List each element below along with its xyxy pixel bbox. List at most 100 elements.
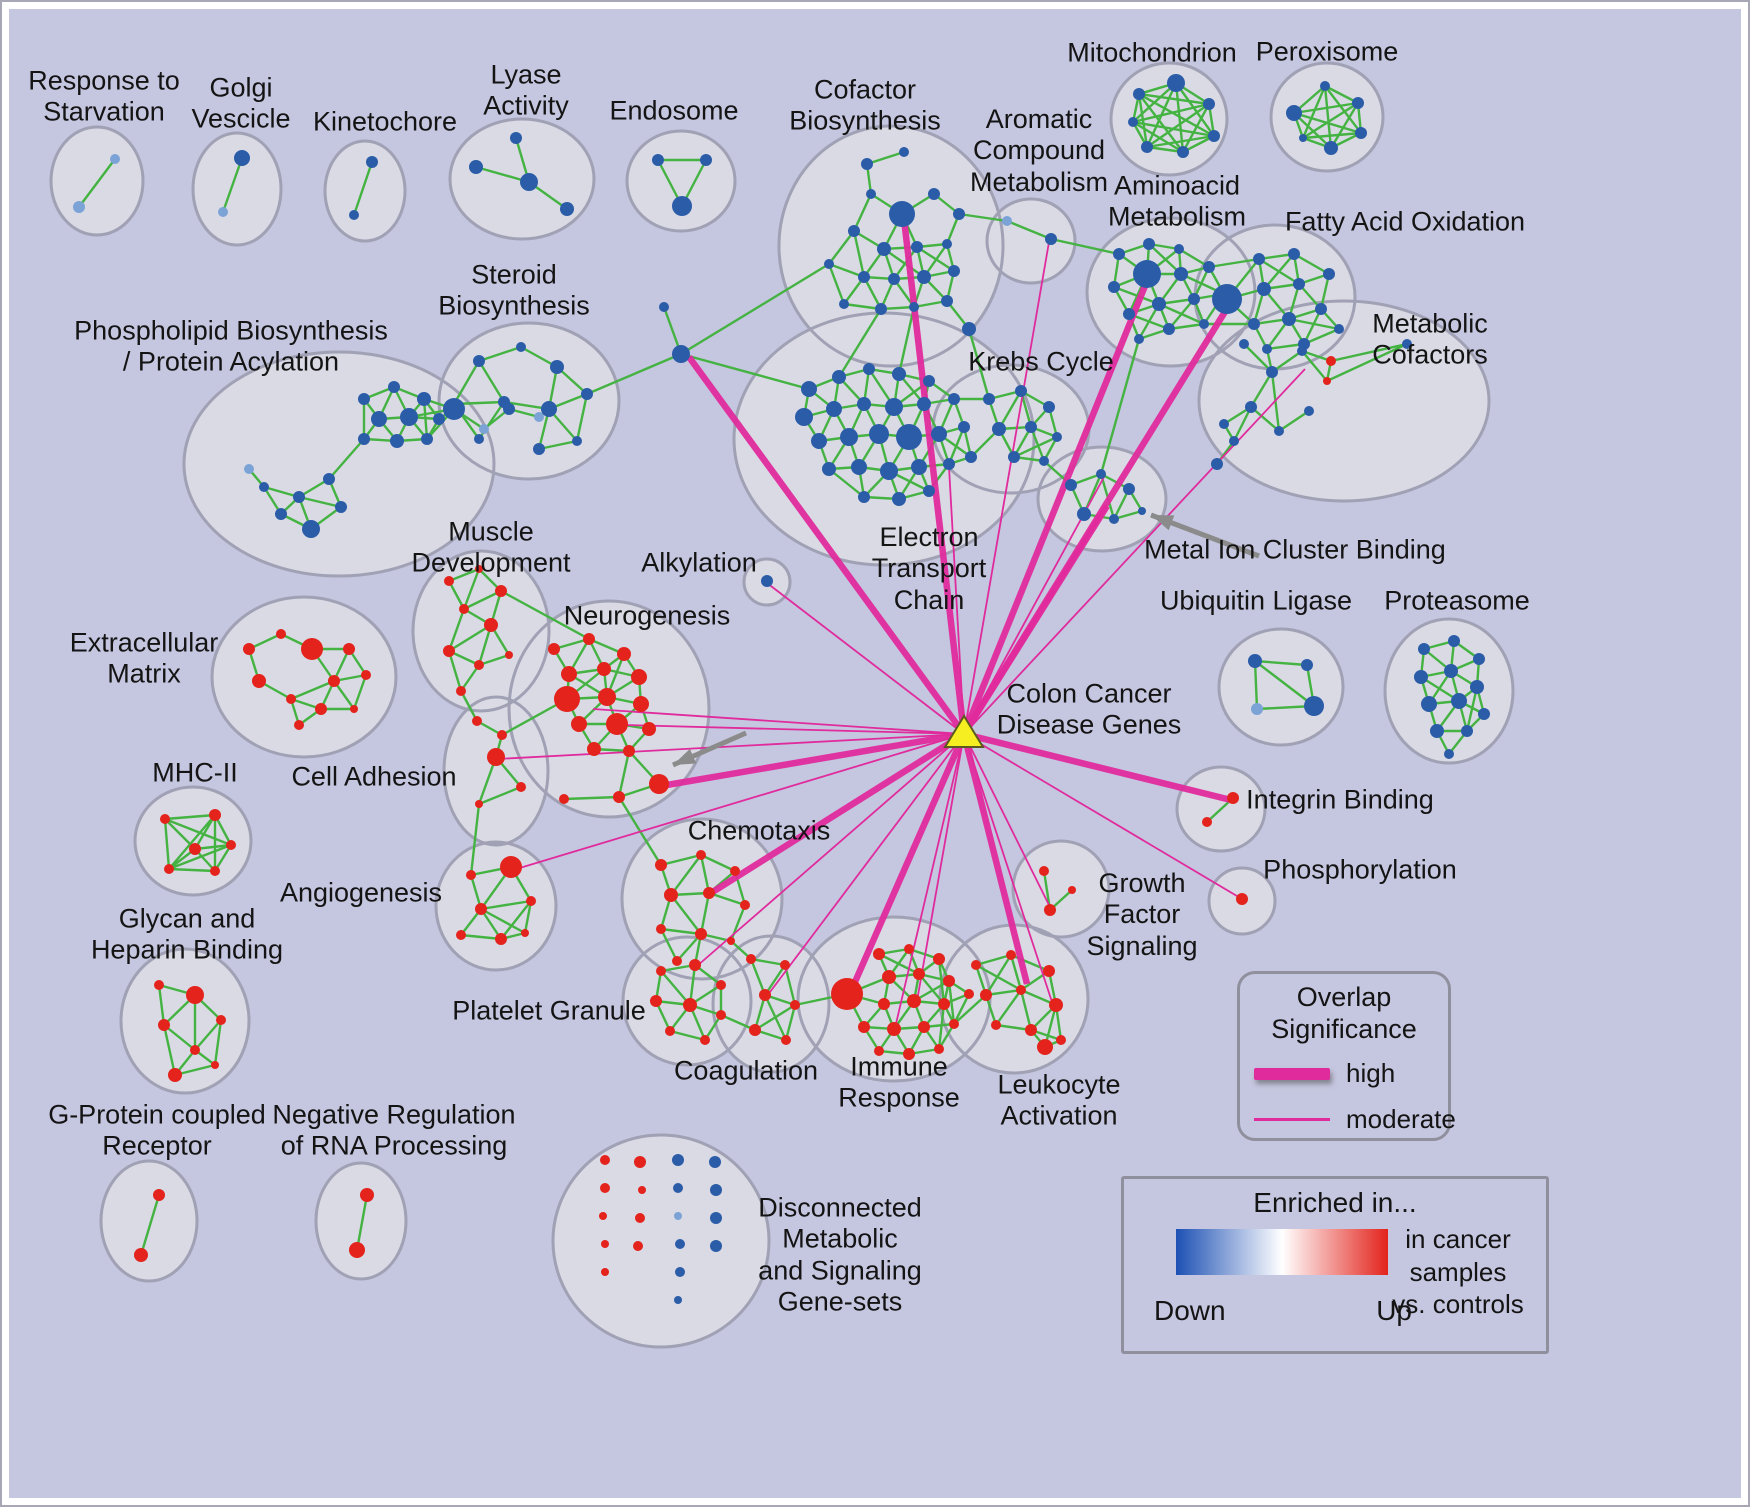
overlap-edge	[163, 1024, 196, 1051]
overlap-edge	[168, 843, 232, 871]
gene-set-node	[1478, 708, 1490, 720]
gene-set-node	[366, 156, 378, 168]
overlap-edge	[139, 1194, 161, 1256]
overlap-edge	[538, 439, 578, 451]
overlap-edge	[164, 817, 232, 847]
overlap-edge	[352, 674, 368, 710]
cluster-border-platelet-granule	[621, 935, 753, 1067]
gene-set-node	[740, 900, 750, 910]
overlap-edge	[893, 246, 918, 280]
overlap-edge	[660, 853, 702, 867]
gene-set-node	[1199, 319, 1209, 329]
overlap-edge	[1146, 103, 1210, 148]
gene-set-node	[672, 196, 692, 216]
overlap-edge	[699, 892, 711, 935]
overlap-edge	[708, 891, 746, 907]
gene-set-node	[469, 160, 483, 174]
gene-set-node	[1203, 98, 1215, 110]
legend-overlap-title: Overlap Significance	[1271, 982, 1417, 1044]
gene-set-node	[656, 966, 666, 976]
overlap-edge	[563, 795, 620, 801]
gene-set-node	[606, 713, 628, 735]
gene-set-node	[1323, 377, 1331, 385]
enrichment-up-label: Up	[1376, 1295, 1412, 1326]
gene-set-node	[548, 643, 560, 655]
gene-set-node	[1251, 703, 1263, 715]
gene-set-node	[1236, 893, 1248, 905]
gene-set-node	[1177, 146, 1189, 158]
gene-set-node	[716, 1010, 726, 1020]
overlap-edge	[355, 1194, 369, 1251]
gene-set-node	[487, 748, 505, 766]
gene-set-node	[716, 980, 726, 990]
gene-set-node	[323, 473, 335, 485]
gene-set-node	[134, 1248, 148, 1262]
gene-set-node	[948, 265, 960, 277]
gene-set-node	[880, 462, 898, 480]
gene-set-node	[933, 953, 945, 965]
gene-set-node	[790, 1000, 800, 1010]
gene-set-node	[992, 422, 1006, 436]
cluster-area-golgi-vescicle	[193, 133, 281, 245]
gene-set-node	[942, 239, 952, 249]
cluster-border-neurogenesis	[507, 599, 711, 819]
gene-set-node	[1016, 985, 1026, 995]
cluster-area-kinetochore	[325, 141, 405, 241]
overlap-edge	[1175, 82, 1215, 137]
gene-set-node	[1188, 293, 1200, 305]
gene-set-node	[642, 722, 656, 736]
gene-set-node	[1052, 432, 1062, 442]
gene-set-node	[597, 662, 611, 676]
gene-set-node	[1248, 654, 1262, 668]
gene-set-node	[520, 173, 538, 191]
gene-set-node	[1203, 261, 1215, 273]
gene-set-node	[234, 150, 250, 166]
gene-set-node	[928, 188, 940, 200]
overlap-edge	[586, 352, 682, 396]
moderate-significance-edge	[696, 733, 965, 967]
gene-set-node	[1219, 419, 1229, 429]
overlap-edge	[754, 1003, 796, 1032]
gene-set-node	[1326, 356, 1336, 366]
gene-set-node	[1286, 105, 1302, 121]
overlap-edge	[680, 262, 830, 356]
gene-set-node	[1123, 308, 1135, 320]
gene-set-node	[1202, 817, 1212, 827]
gene-set-node	[887, 1022, 901, 1036]
gene-set-node	[781, 1035, 791, 1045]
overlap-edge	[1243, 343, 1273, 373]
gene-set-node	[572, 436, 582, 446]
gene-set-node	[953, 208, 965, 220]
gene-set-node	[1324, 141, 1338, 155]
cluster-border-chemotaxis	[620, 817, 784, 981]
gene-set-node	[931, 426, 947, 442]
overlap-edge	[1113, 285, 1160, 306]
gene-set-node	[795, 408, 813, 426]
gene-set-node	[888, 273, 900, 285]
gene-set-node	[1227, 792, 1239, 804]
gene-set-node	[497, 730, 507, 740]
overlap-edge	[448, 623, 492, 653]
gene-set-node	[892, 492, 906, 506]
gene-set-node	[343, 643, 355, 655]
gene-set-node	[1262, 344, 1272, 354]
overlap-edge	[660, 927, 702, 936]
gene-set-node	[1056, 1035, 1066, 1045]
high-significance-edge	[960, 733, 1031, 985]
overlap-edge	[448, 567, 480, 583]
gene-set-node	[911, 241, 923, 253]
overlap-edge	[1326, 342, 1408, 383]
gene-set-node	[1044, 904, 1056, 916]
gene-set-node	[400, 408, 418, 426]
overlap-edge	[480, 908, 502, 940]
cluster-border-g-protein-coupled-receptor	[99, 1159, 199, 1283]
gene-set-node	[1113, 248, 1125, 260]
gene-set-node	[1008, 451, 1020, 463]
overlap-edge	[1250, 406, 1280, 432]
overlap-edge	[1146, 134, 1215, 149]
overlap-edge	[700, 853, 736, 873]
cluster-border-muscle-development	[411, 549, 551, 713]
cluster-border-endosome	[625, 129, 737, 233]
gene-set-node	[1288, 248, 1300, 260]
